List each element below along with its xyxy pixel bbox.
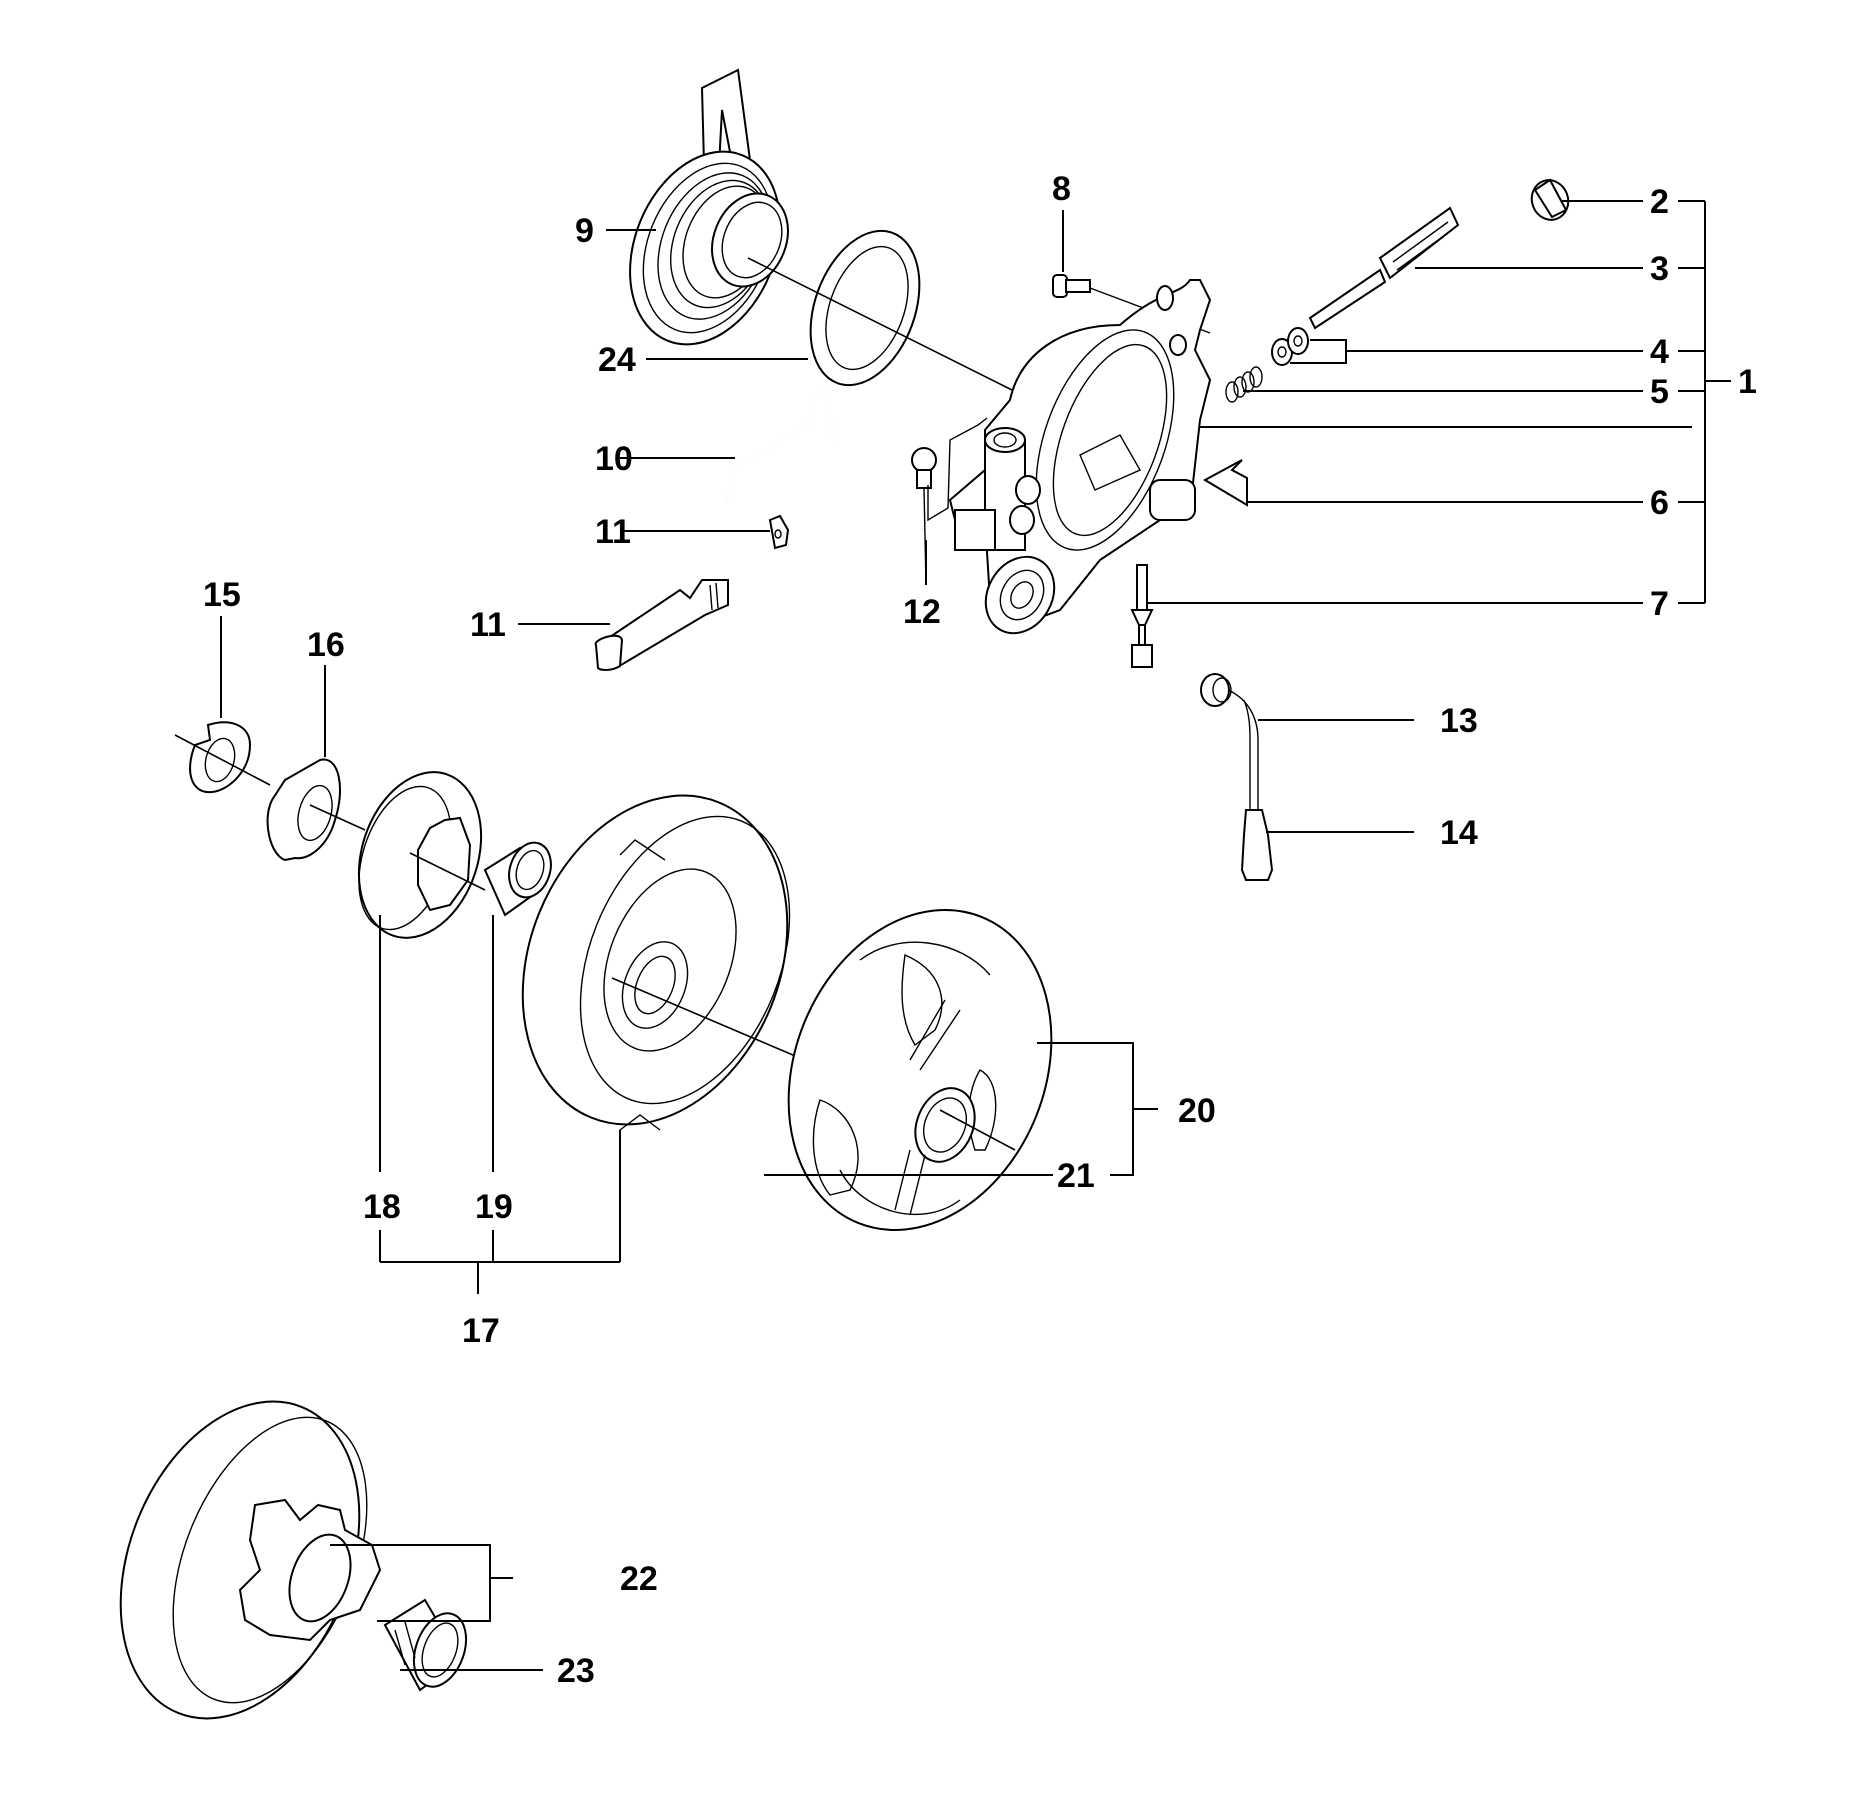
rim-sprocket-part[interactable] bbox=[339, 756, 502, 954]
end-cap-part[interactable] bbox=[1526, 175, 1574, 225]
callout-17[interactable]: 17 bbox=[462, 1312, 500, 1350]
callout-22[interactable]: 22 bbox=[620, 1560, 658, 1598]
pin-part[interactable] bbox=[594, 579, 729, 671]
washer-part[interactable] bbox=[266, 758, 366, 862]
adjustment-screw-part[interactable] bbox=[1130, 564, 1154, 668]
callout-23[interactable]: 23 bbox=[557, 1652, 595, 1690]
callout-11-clip[interactable]: 11 bbox=[595, 513, 631, 551]
callout-1[interactable]: 1 bbox=[1738, 363, 1757, 401]
callout-7[interactable]: 7 bbox=[1650, 585, 1669, 623]
callout-14[interactable]: 14 bbox=[1440, 814, 1478, 852]
callout-6[interactable]: 6 bbox=[1650, 484, 1669, 522]
spur-sprocket-drum-part[interactable] bbox=[76, 1366, 405, 1754]
clutch-drum-part[interactable] bbox=[475, 756, 834, 1165]
screw-part-12[interactable] bbox=[911, 417, 988, 586]
callout-4[interactable]: 4 bbox=[1650, 333, 1669, 371]
callout-labels: 9 24 8 2 3 4 5 1 6 7 10 11 11 12 13 14 1… bbox=[203, 170, 1757, 1690]
callout-12[interactable]: 12 bbox=[903, 593, 941, 631]
piston-shaft-part[interactable] bbox=[1308, 206, 1460, 330]
gasket-part[interactable] bbox=[791, 216, 940, 401]
callout-10[interactable]: 10 bbox=[595, 440, 633, 478]
callout-13[interactable]: 13 bbox=[1440, 702, 1478, 740]
callout-5[interactable]: 5 bbox=[1650, 373, 1669, 411]
callout-8[interactable]: 8 bbox=[1052, 170, 1071, 208]
oil-hose-part[interactable] bbox=[1200, 673, 1259, 850]
callout-9[interactable]: 9 bbox=[575, 212, 594, 250]
clutch-part[interactable] bbox=[742, 870, 1097, 1270]
callout-2[interactable]: 2 bbox=[1650, 183, 1669, 221]
callout-24[interactable]: 24 bbox=[598, 341, 636, 379]
callout-19[interactable]: 19 bbox=[475, 1188, 513, 1226]
callout-11-pin[interactable]: 11 bbox=[470, 606, 506, 644]
spring-part[interactable] bbox=[1225, 366, 1263, 403]
callout-15[interactable]: 15 bbox=[203, 576, 241, 614]
callout-20[interactable]: 20 bbox=[1178, 1092, 1216, 1130]
leader-lines bbox=[220, 200, 1731, 1671]
callout-18[interactable]: 18 bbox=[363, 1188, 401, 1226]
worm-gear-part[interactable] bbox=[603, 68, 808, 367]
callout-21[interactable]: 21 bbox=[1057, 1157, 1095, 1195]
lock-washer-part[interactable] bbox=[174, 721, 271, 794]
oil-filter-part[interactable] bbox=[1240, 809, 1274, 881]
wire-spring-part[interactable] bbox=[725, 383, 834, 503]
callout-3[interactable]: 3 bbox=[1650, 250, 1669, 288]
pump-housing-part[interactable] bbox=[948, 279, 1248, 646]
washers-part[interactable] bbox=[1271, 327, 1309, 366]
needle-bearing-part-23[interactable] bbox=[383, 1598, 476, 1694]
callout-16[interactable]: 16 bbox=[307, 626, 345, 664]
needle-bearing-part-19[interactable] bbox=[483, 837, 558, 917]
clip-part[interactable] bbox=[768, 514, 790, 550]
